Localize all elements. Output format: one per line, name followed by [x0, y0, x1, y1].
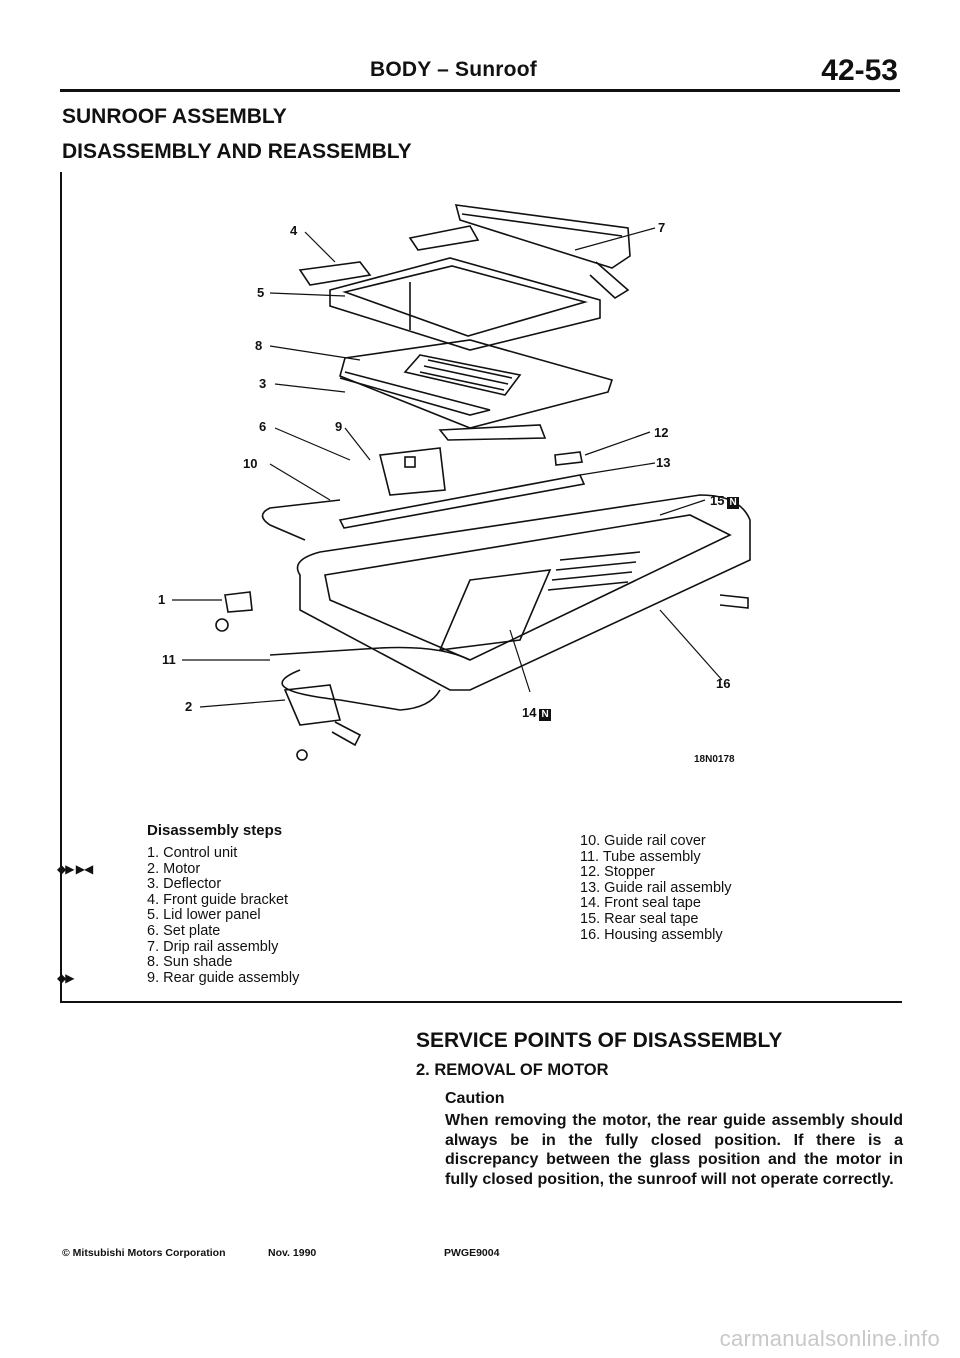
steps-title: Disassembly steps — [147, 822, 283, 839]
service-points-subtitle: 2. REMOVAL OF MOTOR — [416, 1061, 609, 1079]
footer-code: PWGE9004 — [444, 1247, 500, 1259]
exploded-sunroof-diagram — [172, 204, 751, 761]
caution-text: When removing the motor, the rear guide … — [445, 1112, 903, 1188]
watermark: carmanualsonline.info — [719, 1326, 940, 1351]
deflector-part — [339, 371, 491, 416]
callout-12: 12 — [654, 425, 669, 440]
list-item: 13. Guide rail assembly — [580, 879, 732, 896]
callout-7: 7 — [658, 220, 666, 235]
callout-2: 2 — [185, 699, 193, 714]
rear-guide-part — [379, 447, 446, 496]
page-number: 42-53 — [821, 54, 898, 87]
caution-label: Caution — [445, 1090, 505, 1107]
list-item: 14. Front seal tape — [580, 895, 701, 912]
callout-3: 3 — [259, 376, 267, 391]
list-item: ◆▶9. Rear guide assembly — [57, 969, 300, 986]
new-part-badge: N — [539, 709, 551, 721]
new-part-badge: N — [727, 497, 739, 509]
leader-lines — [172, 227, 723, 708]
callout-8: 8 — [255, 338, 263, 353]
list-item: 5. Lid lower panel — [147, 907, 261, 924]
callout-5: 5 — [257, 285, 265, 300]
list-item: ◆▶ ▶◀2. Motor — [57, 860, 201, 877]
list-item: 15. Rear seal tape — [580, 910, 699, 927]
tube-assembly-part — [269, 646, 471, 711]
callout-9: 9 — [335, 419, 343, 434]
list-item: 16. Housing assembly — [580, 926, 723, 943]
callout-10: 10 — [243, 456, 258, 471]
guide-rail-cover-part — [261, 499, 341, 541]
lid-lower-panel-part — [298, 225, 601, 351]
list-item: 10. Guide rail cover — [580, 833, 706, 849]
sun-shade-part — [339, 339, 614, 429]
callout-13: 13 — [656, 455, 671, 470]
callout-16: 16 — [716, 676, 731, 691]
section-title: BODY – Sunroof — [370, 58, 537, 81]
steps-right-list: 10. Guide rail cover 11. Tube assembly 1… — [580, 833, 732, 943]
list-item: 1. Control unit — [147, 845, 238, 861]
motor-part — [283, 684, 362, 761]
figure-frame-bottom — [60, 1001, 902, 1003]
figure-code: 18N0178 — [694, 754, 735, 765]
list-item: 6. Set plate — [147, 922, 221, 939]
callout-6: 6 — [259, 419, 267, 434]
list-item: 3. Deflector — [147, 876, 222, 893]
page-title: SUNROOF ASSEMBLY — [62, 105, 287, 128]
control-unit-part — [215, 591, 253, 632]
header-rule — [60, 89, 900, 92]
list-item: 7. Drip rail assembly — [147, 938, 279, 955]
figure-frame-left — [60, 172, 62, 1002]
callout-4: 4 — [290, 223, 298, 238]
housing-part — [296, 494, 751, 691]
set-plate-part — [438, 424, 547, 441]
footer-date: Nov. 1990 — [268, 1247, 317, 1259]
drip-rail-part — [454, 204, 631, 299]
callout-1: 1 — [158, 592, 166, 607]
list-item: 4. Front guide bracket — [147, 891, 289, 908]
service-mark: ◆▶ — [57, 970, 74, 985]
page-subtitle: DISASSEMBLY AND REASSEMBLY — [62, 140, 412, 163]
steps-left-list: 1. Control unit ◆▶ ▶◀2. Motor 3. Deflect… — [57, 845, 300, 986]
guide-rail-part — [338, 451, 586, 529]
footer-copyright: © Mitsubishi Motors Corporation — [62, 1247, 226, 1259]
list-item: 12. Stopper — [580, 864, 655, 881]
list-item: 11. Tube assembly — [580, 848, 701, 865]
callout-11: 11 — [162, 652, 176, 667]
list-item: 8. Sun shade — [147, 954, 233, 971]
service-points-title: SERVICE POINTS OF DISASSEMBLY — [416, 1029, 783, 1052]
service-mark: ◆▶ ▶◀ — [57, 861, 93, 876]
